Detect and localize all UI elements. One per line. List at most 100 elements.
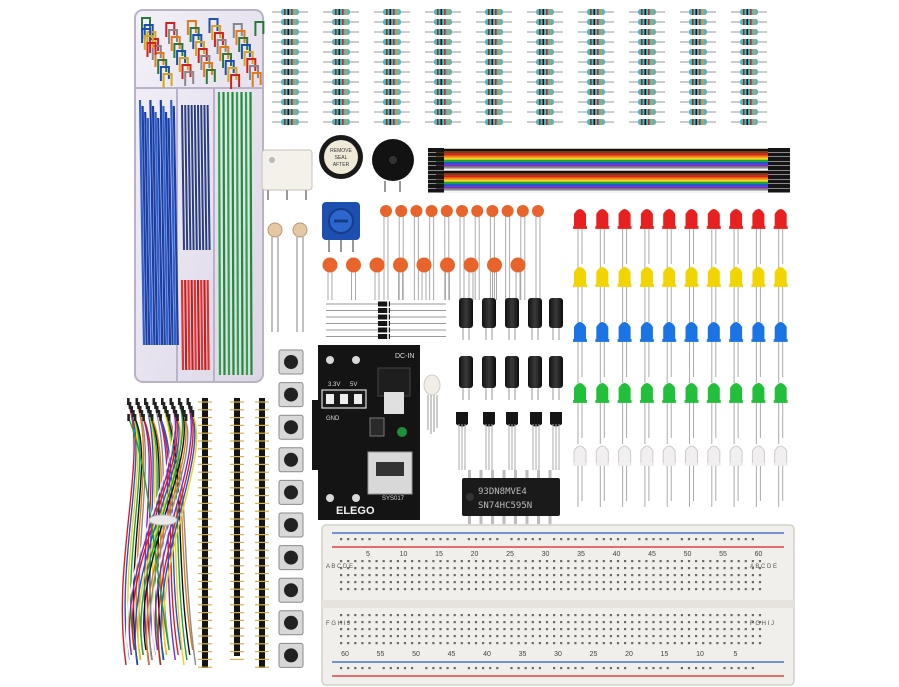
diode bbox=[378, 334, 390, 339]
optocoupler bbox=[261, 149, 313, 200]
resistor bbox=[476, 49, 512, 55]
resistor bbox=[680, 29, 716, 35]
blue-jumper bbox=[164, 111, 172, 346]
led bbox=[684, 267, 699, 328]
top-column-number: 5 bbox=[366, 551, 370, 558]
resistor bbox=[578, 39, 614, 45]
transistor bbox=[550, 412, 562, 427]
resistor bbox=[323, 99, 359, 105]
push-button bbox=[278, 349, 304, 375]
led bbox=[751, 267, 766, 328]
blue-jumper bbox=[138, 99, 146, 346]
led bbox=[751, 209, 766, 270]
resistor bbox=[425, 69, 461, 75]
resistor bbox=[272, 39, 308, 45]
green-jumper bbox=[240, 91, 244, 376]
led bbox=[595, 322, 610, 383]
led bbox=[706, 445, 721, 507]
top-column-number: 35 bbox=[577, 551, 585, 558]
resistor bbox=[323, 89, 359, 95]
led bbox=[751, 383, 766, 444]
dupont-housing-right bbox=[768, 170, 790, 175]
ceramic-capacitor-large bbox=[416, 257, 432, 273]
loose-jumper-wires bbox=[121, 398, 198, 666]
chip-label-line2: SN74HC595N bbox=[478, 501, 532, 511]
chip-pin-top bbox=[525, 470, 529, 480]
resistor bbox=[272, 29, 308, 35]
resistor bbox=[476, 9, 512, 15]
dupont-housing-right bbox=[768, 152, 790, 157]
resistor bbox=[272, 99, 308, 105]
resistor bbox=[323, 69, 359, 75]
loose-jumper bbox=[139, 409, 148, 651]
chip-pin-top bbox=[537, 470, 540, 480]
led bbox=[729, 267, 744, 328]
resistor bbox=[425, 29, 461, 35]
red-jumper bbox=[200, 279, 204, 371]
resistor bbox=[476, 39, 512, 45]
transistor bbox=[530, 412, 542, 427]
rows-right-top: A B C D E bbox=[750, 564, 777, 570]
loose-jumper bbox=[142, 417, 153, 661]
resistor bbox=[731, 79, 767, 85]
chip-pin-bottom bbox=[468, 514, 471, 524]
led bbox=[662, 445, 677, 507]
blue-jumper-short bbox=[184, 104, 189, 251]
resistor bbox=[425, 59, 461, 65]
resistor bbox=[527, 99, 563, 105]
bent-jumper bbox=[184, 71, 195, 86]
led bbox=[639, 267, 654, 328]
chip-pin-top bbox=[468, 470, 471, 480]
resistor bbox=[272, 79, 308, 85]
loose-jumper bbox=[137, 405, 147, 656]
blue-jumper bbox=[149, 99, 156, 346]
module-label-5v: 5V bbox=[350, 382, 357, 388]
module-label-model: SYS017 bbox=[382, 496, 405, 502]
green-jumper bbox=[222, 91, 226, 376]
resistor bbox=[476, 79, 512, 85]
red-jumper bbox=[193, 279, 197, 371]
bent-jumper bbox=[162, 73, 173, 88]
chip-pin-bottom bbox=[548, 514, 552, 524]
chip-pin-top bbox=[491, 470, 494, 480]
module-label-gnd: GND bbox=[326, 416, 340, 422]
bottom-column-number: 20 bbox=[625, 651, 633, 658]
blue-jumper-short bbox=[193, 104, 198, 251]
blue-jumper bbox=[172, 105, 179, 346]
rows-left-bottom: F G H I J bbox=[326, 621, 350, 627]
resistor bbox=[323, 29, 359, 35]
led bbox=[684, 383, 699, 444]
ceramic-capacitor-large bbox=[440, 257, 455, 273]
ceramic-capacitor bbox=[501, 205, 514, 217]
dupont-housing-left bbox=[428, 184, 444, 188]
resistor bbox=[323, 39, 359, 45]
loose-jumper bbox=[128, 405, 177, 656]
resistor bbox=[680, 69, 716, 75]
top-column-number: 55 bbox=[719, 551, 727, 558]
resistor bbox=[527, 39, 563, 45]
resistor bbox=[629, 19, 665, 25]
resistor bbox=[272, 119, 308, 125]
shift-register-chip: 93DN8MVE4 SN74HC595N bbox=[462, 470, 560, 524]
electrolytic-capacitor bbox=[528, 298, 542, 328]
bottom-column-number: 50 bbox=[412, 651, 420, 658]
resistor-grid bbox=[272, 9, 767, 125]
ceramic-capacitor bbox=[516, 205, 529, 217]
ceramic-capacitor-large bbox=[346, 257, 361, 273]
led bbox=[573, 209, 587, 270]
led bbox=[706, 267, 721, 328]
electrolytic-capacitor bbox=[459, 356, 473, 388]
resistor bbox=[680, 119, 716, 125]
push-button bbox=[278, 382, 304, 408]
resistor bbox=[578, 59, 614, 65]
resistor bbox=[374, 59, 410, 65]
resistor bbox=[425, 79, 461, 85]
led bbox=[729, 322, 744, 383]
red-jumper bbox=[196, 279, 201, 371]
top-column-number: 20 bbox=[471, 551, 479, 558]
resistor bbox=[680, 49, 716, 55]
buzzer-passive: REMOVE SEAL AFTER bbox=[319, 135, 363, 179]
led-grid bbox=[573, 209, 788, 507]
resistor bbox=[629, 39, 665, 45]
ceramic-capacitor bbox=[395, 205, 408, 217]
